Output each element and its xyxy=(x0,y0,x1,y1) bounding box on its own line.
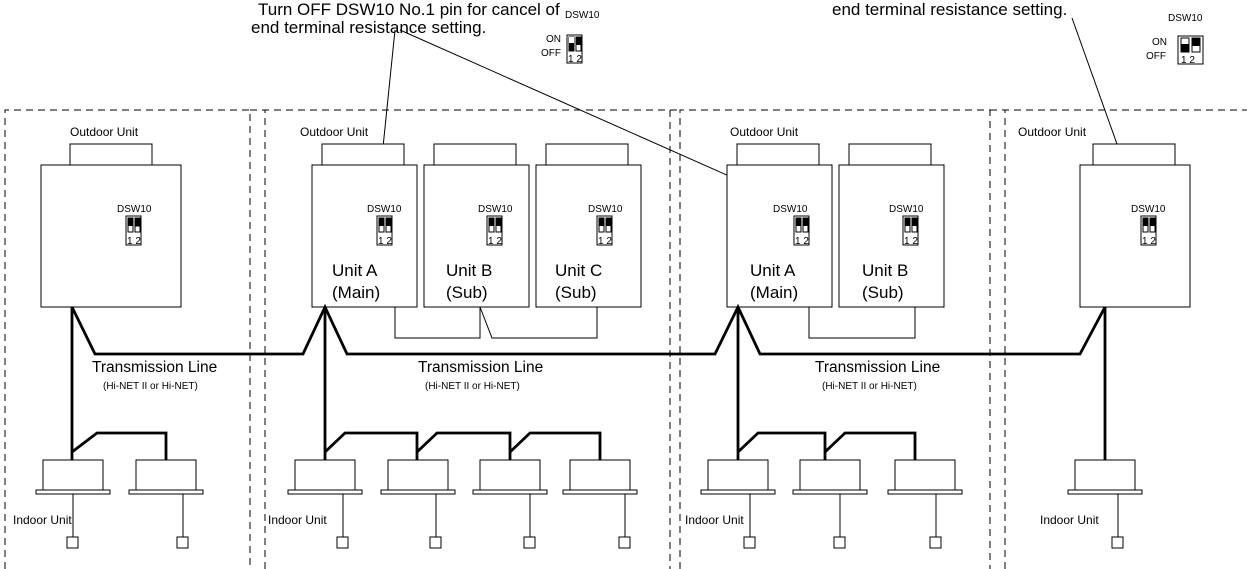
note1-line2: end terminal resistance setting. xyxy=(251,18,486,37)
dsw10-switch-3a: 1 2 xyxy=(793,215,810,247)
transmission-line-label-1: Transmission Line xyxy=(92,359,217,376)
svg-text:1 2: 1 2 xyxy=(598,236,612,247)
outdoor-unit-2c: DSW10 1 2 Unit C (Sub) xyxy=(535,143,642,308)
indoor-unit-2a xyxy=(287,459,363,549)
dsw10-switch-3b: 1 2 xyxy=(902,215,919,247)
svg-text:Unit A: Unit A xyxy=(332,261,378,280)
svg-text:DSW10: DSW10 xyxy=(117,204,152,215)
dsw10-switch-2a: 1 2 xyxy=(376,215,393,247)
svg-text:1 2: 1 2 xyxy=(795,236,809,247)
indoor-unit-label-3: Indoor Unit xyxy=(685,513,744,527)
svg-text:ON: ON xyxy=(546,34,561,45)
svg-text:DSW10: DSW10 xyxy=(478,204,513,215)
svg-text:DSW10: DSW10 xyxy=(1168,13,1203,24)
pointer-line-1b xyxy=(399,29,784,201)
dsw10-switch-2c: 1 2 xyxy=(596,215,613,247)
indoor-units xyxy=(35,459,1143,549)
svg-text:OFF: OFF xyxy=(541,48,561,59)
dsw10-switch-2b: 1 2 xyxy=(486,215,503,247)
outdoor-unit-4: DSW10 1 2 xyxy=(1079,143,1191,308)
indoor-unit-1b xyxy=(128,459,204,549)
transmission-line-sub-1: (Hi-NET II or Hi-NET) xyxy=(103,381,198,392)
svg-text:(Sub): (Sub) xyxy=(862,283,904,302)
svg-text:1 2: 1 2 xyxy=(568,54,582,65)
outdoor-unit-3a: DSW10 1 2 Unit A (Main) xyxy=(726,143,833,308)
indoor-unit-3c xyxy=(887,459,963,549)
svg-text:Unit C: Unit C xyxy=(555,261,602,280)
svg-text:Unit B: Unit B xyxy=(862,261,908,280)
indoor-unit-1a xyxy=(35,459,111,549)
outdoor-unit-2b: DSW10 1 2 Unit B (Sub) xyxy=(423,143,530,308)
svg-text:1 2: 1 2 xyxy=(378,236,392,247)
indoor-unit-label-1: Indoor Unit xyxy=(13,513,72,527)
note2-line2: end terminal resistance setting. xyxy=(832,0,1067,19)
note1-line1: Turn OFF DSW10 No.1 pin for cancel of xyxy=(258,0,560,19)
indoor-unit-2c xyxy=(472,459,548,549)
svg-text:1 2: 1 2 xyxy=(1181,55,1195,66)
inter-unit-wire-3ab xyxy=(808,307,916,339)
inter-unit-wire-2bc xyxy=(479,306,598,339)
svg-text:ON: ON xyxy=(1152,37,1167,48)
transmission-line-sub-2: (Hi-NET II or Hi-NET) xyxy=(425,381,520,392)
svg-text:DSW10: DSW10 xyxy=(565,10,600,21)
dsw10-legend-1: DSW10 ON OFF 1 2 xyxy=(541,10,600,65)
indoor-unit-2b xyxy=(380,459,456,549)
svg-text:1 2: 1 2 xyxy=(1142,236,1156,247)
outdoor-unit-1: DSW10 1 2 xyxy=(40,143,182,308)
outdoor-unit-3b: DSW10 1 2 Unit B (Sub) xyxy=(838,143,945,308)
outdoor-unit-label-1: Outdoor Unit xyxy=(70,125,139,139)
indoor-unit-label-4: Indoor Unit xyxy=(1040,513,1099,527)
indoor-unit-3b xyxy=(792,459,868,549)
svg-text:(Sub): (Sub) xyxy=(446,283,488,302)
transmission-line-sub-3: (Hi-NET II or Hi-NET) xyxy=(822,381,917,392)
svg-text:DSW10: DSW10 xyxy=(1131,204,1166,215)
inter-unit-wire-2ab xyxy=(394,307,481,339)
svg-text:DSW10: DSW10 xyxy=(773,204,808,215)
indoor-unit-3a xyxy=(700,459,776,549)
svg-text:DSW10: DSW10 xyxy=(588,204,623,215)
svg-text:(Main): (Main) xyxy=(332,283,380,302)
indoor-unit-label-2: Indoor Unit xyxy=(268,513,327,527)
svg-text:1 2: 1 2 xyxy=(904,236,918,247)
outdoor-unit-label-3: Outdoor Unit xyxy=(730,125,799,139)
svg-text:(Main): (Main) xyxy=(750,283,798,302)
transmission-line-label-2: Transmission Line xyxy=(418,359,543,376)
svg-text:DSW10: DSW10 xyxy=(889,204,924,215)
system-boundaries xyxy=(4,109,1247,569)
indoor-unit-2d xyxy=(562,459,638,549)
svg-text:1 2: 1 2 xyxy=(488,236,502,247)
svg-text:Unit B: Unit B xyxy=(446,261,492,280)
transmission-line-label-3: Transmission Line xyxy=(815,359,940,376)
dsw10-legend-2: DSW10 ON OFF 1 2 xyxy=(1146,13,1204,66)
dsw10-switch-1: 1 2 xyxy=(125,215,142,247)
transmission-line xyxy=(70,303,1107,460)
svg-text:(Sub): (Sub) xyxy=(555,283,597,302)
outdoor-unit-label-4: Outdoor Unit xyxy=(1018,125,1087,139)
indoor-unit-4a xyxy=(1067,459,1143,549)
svg-text:1 2: 1 2 xyxy=(127,236,141,247)
svg-text:Unit A: Unit A xyxy=(750,261,796,280)
outdoor-unit-2a: DSW10 1 2 Unit A (Main) xyxy=(311,143,418,308)
svg-text:DSW10: DSW10 xyxy=(367,204,402,215)
svg-text:OFF: OFF xyxy=(1146,51,1166,62)
dsw10-switch-4: 1 2 xyxy=(1140,215,1157,247)
outdoor-unit-label-2: Outdoor Unit xyxy=(300,125,369,139)
